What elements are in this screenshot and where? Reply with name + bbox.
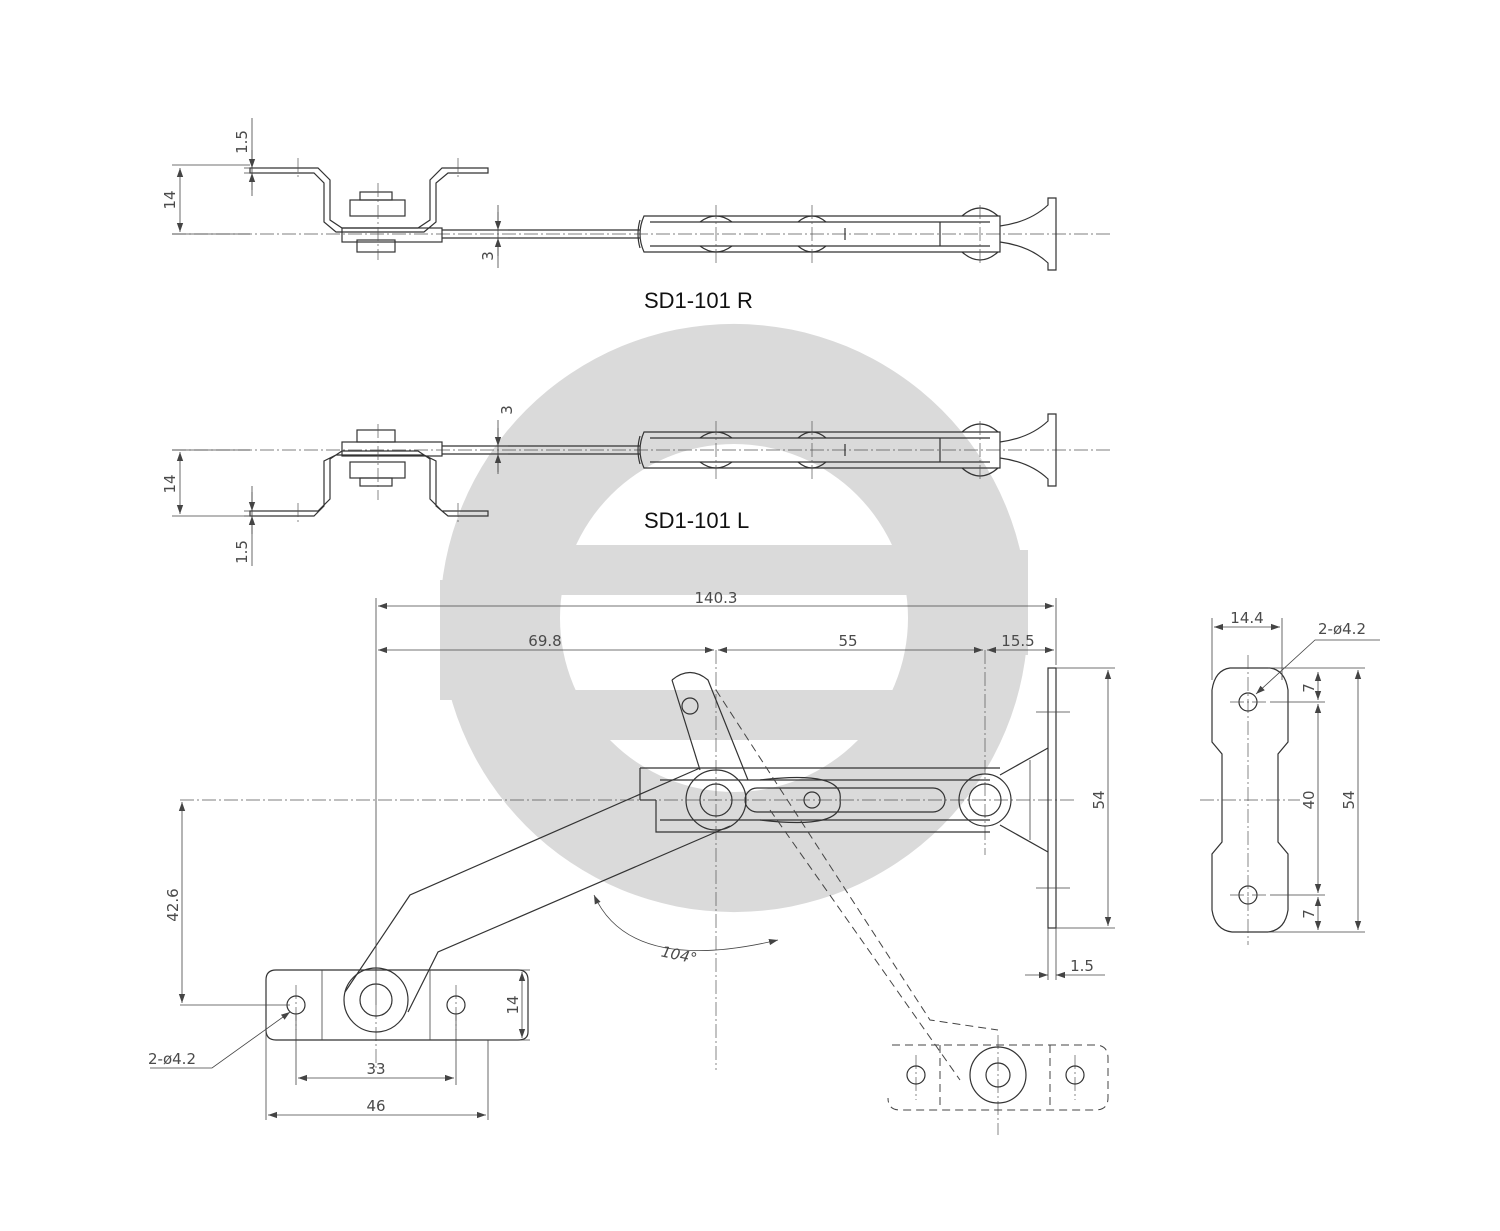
dim-base-width: 46: [366, 1097, 385, 1115]
dim-bracket-height: 54: [1090, 790, 1108, 809]
side-view-left: 3 14 1.5: [161, 405, 1110, 566]
dim-end-offset: 15.5: [1001, 632, 1034, 650]
dim-side-l-thickness: 1.5: [233, 540, 251, 564]
dim-overall-length: 140.3: [695, 589, 738, 607]
dim-base-hole-spacing: 33: [366, 1060, 385, 1078]
dim-plate-holes: 2-ø4.2: [1318, 620, 1366, 638]
dim-slot-length: 55: [838, 632, 857, 650]
dim-bracket-thickness: 1.5: [1070, 957, 1094, 975]
model-label-right: SD1-101 R: [644, 288, 753, 313]
dim-side-l-height: 14: [161, 474, 179, 493]
dim-plate-width: 14.4: [1230, 609, 1263, 627]
dim-pivot-offset: 69.8: [528, 632, 561, 650]
end-plate-view: 14.4 2-ø4.2 7 40 7 54: [1200, 609, 1380, 945]
side-view-right: 1.5 14 3: [161, 118, 1110, 271]
model-label-left: SD1-101 L: [644, 508, 749, 533]
dim-vertical-offset: 42.6: [164, 888, 182, 921]
top-view: 104° 140.3 69.8 55 15.5 54 1.5 42.6 14 3…: [148, 589, 1115, 1135]
dim-base-holes: 2-ø4.2: [148, 1050, 196, 1068]
dim-plate-height: 54: [1340, 790, 1358, 809]
dim-side-l-gap: 3: [498, 405, 516, 415]
dim-side-r-gap: 3: [479, 251, 497, 261]
dim-plate-hole-spacing: 40: [1300, 790, 1318, 809]
dim-side-r-height: 14: [161, 190, 179, 209]
dim-plate-edge-bottom: 7: [1300, 909, 1318, 919]
dim-side-r-thickness: 1.5: [233, 130, 251, 154]
dim-angle: 104°: [659, 943, 698, 968]
dim-plate-edge-top: 7: [1300, 683, 1318, 693]
watermark-logo: [439, 323, 1029, 913]
dim-base-height: 14: [504, 995, 522, 1014]
